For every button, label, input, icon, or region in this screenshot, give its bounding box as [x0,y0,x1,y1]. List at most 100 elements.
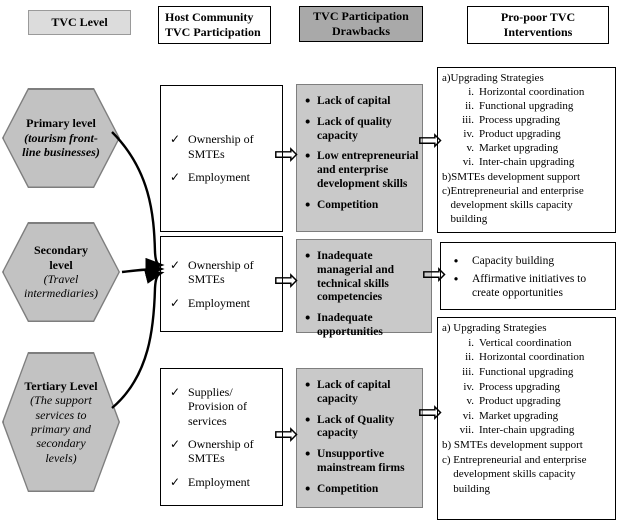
outline-prefix: v. [466,142,474,155]
list-item: •Unsupportive mainstream firms [304,447,419,476]
outline-prefix: c) [442,184,451,197]
drawbacks-box-primary: •Lack of capital • Lack of quality capacit… [296,84,423,232]
list-item-text: Employment [188,474,250,489]
bullet-icon: • [304,114,312,129]
block-arrow-icon: ⇨ [418,123,444,158]
outline-line: vi. Market upgrading [442,409,612,424]
check-icon: ✓ [170,257,181,272]
block-arrow-icon: ⇨ [418,395,444,430]
outline-text: Vertical coordination [479,336,572,349]
bullet-icon: • [452,271,460,286]
list-item-text: Inadequate opportunities [317,312,383,338]
list-item-text: Lack of capital capacity [317,379,391,405]
outline-text: Horizontal coordination [479,86,585,99]
check-icon: ✓ [170,132,181,147]
outline-line: iv.Process upgrading [442,380,612,395]
list-item-text: Employment [188,170,250,185]
drawbacks-list: • Inadequate managerial and technical ski… [304,249,428,340]
level-hexagon-tertiary: Tertiary Level (The support services to … [2,352,120,492]
list-item: • Competition [304,197,419,213]
list-item: •Lack of capital [304,94,419,109]
list-item-text: Lack of Quality capacity [317,413,395,440]
check-icon: ✓ [170,170,181,185]
block-arrow-icon: ⇨ [422,257,448,292]
list-item-text: Inadequate managerial and technical skil… [317,250,394,304]
outline-line: c)Entrepreneurial and enterprise develop… [442,184,612,226]
list-item-text: Supplies/ Provision of services [188,384,248,428]
drawbacks-box-secondary: • Inadequate managerial and technical ski… [296,239,432,338]
outline-prefix: c) [442,453,454,466]
list-item: • Lack of capital capacity [304,378,419,407]
outline-line: iii.Functional upgrading [442,365,612,380]
outline-line: ii.Functional upgrading [442,99,612,113]
outline-text: Product upgrading [479,128,561,141]
list-item: •Competition [304,482,419,497]
check-icon: ✓ [170,384,181,399]
outline-text: Entrepreneurial and enterprise developme… [453,453,587,495]
outline-prefix: v. [466,395,474,408]
block-arrow-icon: ⇨ [274,417,300,452]
participation-box-secondary: ✓ Ownership of SMTEs ✓Employment [160,236,283,332]
block-arrow-icon: ⇨ [274,263,300,298]
outline-text: SMTEs development support [451,170,581,183]
bullet-icon: • [304,197,312,212]
outline-text: SMTEs development support [453,439,583,451]
outline-prefix: vi. [462,156,474,169]
outline-text: Upgrading Strategies [453,322,547,334]
list-item-text: Capacity building [472,255,555,267]
bullet-icon: • [304,149,312,164]
list-item: ✓Employment [170,296,279,310]
outline-text: Product upgrading [479,395,561,408]
interventions-box-secondary: • Capacity building •Affirmative initiativ… [440,242,616,310]
outline-prefix: iii. [462,365,474,378]
outline-line: a)Upgrading Strategies [442,71,612,85]
outline-line: vi. Inter-chain upgrading [442,155,612,169]
outline-line: v.Market upgrading [442,141,612,155]
outline-line: a) Upgrading Strategies [442,321,612,336]
level-subtitle: (tourism front-line businesses) [22,130,100,160]
level-hexagon-primary: Primary level (tourism front-line busine… [2,88,120,188]
outline-text: Process upgrading [479,114,560,127]
outline-prefix: b) [442,439,454,451]
level-title: Secondary level [34,243,88,272]
outline-line: i. Vertical coordination [442,336,612,351]
outline-prefix: a) [442,322,454,334]
participation-box-tertiary: ✓ Supplies/ Provision of services ✓ Ownersh… [160,368,283,506]
list-item-text: Ownership of SMTEs [188,257,254,287]
check-icon: ✓ [170,295,181,310]
outline-prefix: i. [468,86,474,99]
list-item: •Affirmative initiatives to create oppor… [445,272,612,301]
list-item: ✓ Supplies/ Provision of services [170,385,279,428]
list-item: ✓ Ownership of SMTEs [170,132,279,161]
list-item-text: Lack of quality capacity [317,115,392,142]
level-title: Primary level [26,116,96,131]
bullet-icon: • [304,378,312,392]
list-item: •Inadequate managerial and technical ski… [304,249,428,305]
outline-prefix: i. [468,336,474,349]
drawbacks-list: • Lack of capital capacity• Lack of Qualit… [304,378,419,497]
outline-text: Process upgrading [479,380,560,393]
outline-text: Market upgrading [479,409,559,422]
level-hexagon-secondary: Secondary level (Travel intermediaries) [2,222,120,322]
outline-line: i. Horizontal coordination [442,85,612,99]
outline-prefix: vi. [462,409,474,422]
list-item-text: Ownership of SMTEs [188,132,254,161]
outline-prefix: iii. [462,114,474,127]
bullet-icon: • [304,311,312,326]
list-item-text: Competition [317,198,379,211]
participation-box-primary: ✓ Ownership of SMTEs ✓ Employment [160,85,283,232]
list-item-text: Ownership of SMTEs [188,437,254,466]
participation-list: ✓ Ownership of SMTEs ✓ Employment [170,123,279,193]
outline-line: ii.Horizontal coordination [442,350,612,365]
level-title: Tertiary Level [24,378,98,393]
list-item-text: Low entrepreneurial and enterprise devel… [317,150,419,190]
outline-line: b) SMTEs development support [442,438,612,453]
check-icon: ✓ [170,474,181,489]
outline-text: Inter-chain upgrading [479,156,575,169]
participation-list: ✓ Ownership of SMTEs ✓Employment [170,249,279,319]
list-item-text: Competition [317,482,379,495]
drawbacks-box-tertiary: • Lack of capital capacity• Lack of Qualit… [296,368,423,508]
level-subtitle: (The support services to primary and sec… [30,393,92,465]
